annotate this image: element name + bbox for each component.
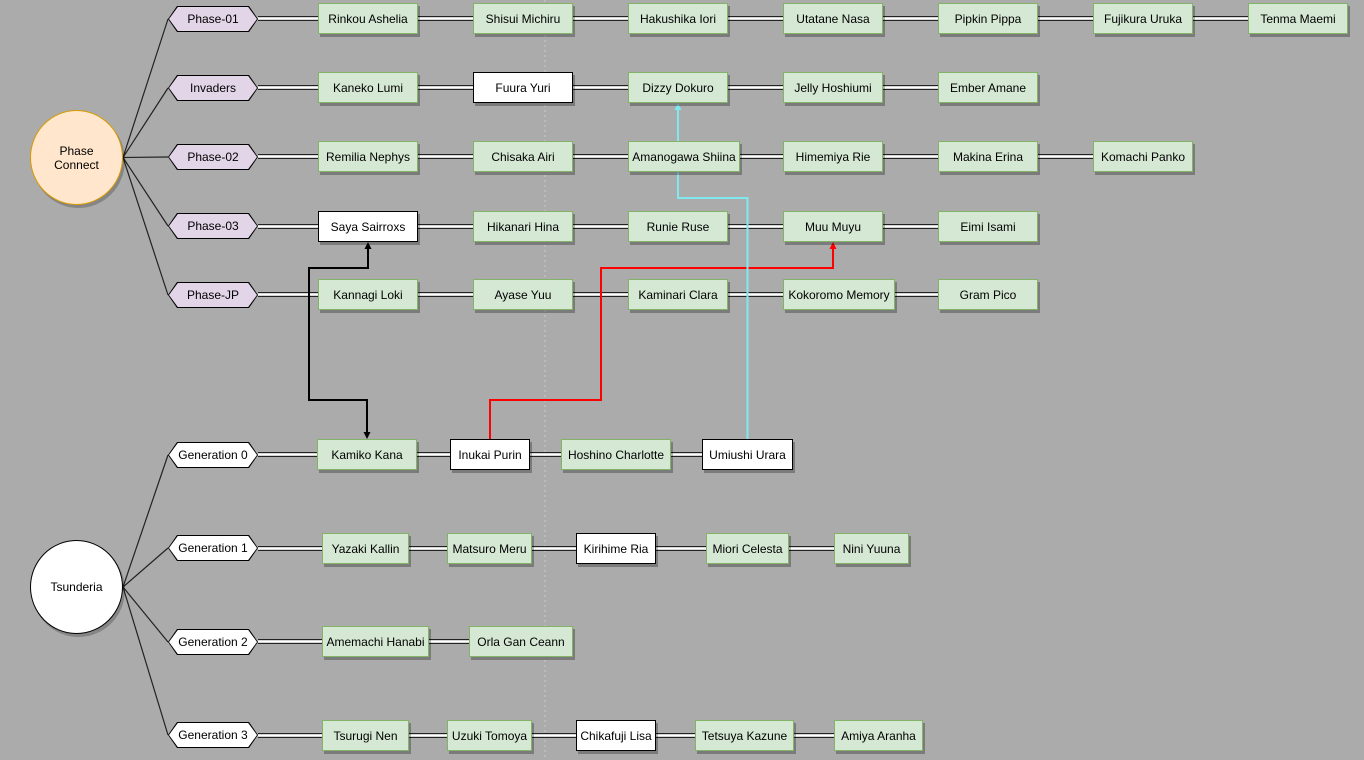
branch-node[interactable]: Generation 3: [168, 722, 258, 748]
org-branch-link: [122, 454, 169, 588]
org-branch-link: [122, 87, 169, 158]
branch-node[interactable]: Generation 1: [168, 535, 258, 561]
branch-node[interactable]: Invaders: [168, 75, 258, 101]
branch-label: Phase-JP: [169, 283, 257, 307]
member-node[interactable]: Uzuki Tomoya: [447, 720, 532, 751]
branch-node[interactable]: Phase-03: [168, 213, 258, 239]
branch-label: Invaders: [169, 76, 257, 100]
member-node[interactable]: Orla Gan Ceann: [469, 626, 573, 657]
member-node[interactable]: Matsuro Meru: [447, 533, 532, 564]
branch-label: Generation 1: [169, 536, 257, 560]
member-node[interactable]: Chikafuji Lisa: [576, 720, 656, 751]
branch-node[interactable]: Phase-01: [168, 6, 258, 32]
cross-link: [308, 249, 369, 433]
member-node[interactable]: Ember Amane: [938, 72, 1038, 103]
member-node[interactable]: Ayase Yuu: [473, 279, 573, 310]
member-node[interactable]: Tsurugi Nen: [322, 720, 409, 751]
member-node[interactable]: Hikanari Hina: [473, 211, 573, 242]
member-node[interactable]: Kannagi Loki: [318, 279, 418, 310]
branch-label: Phase-02: [169, 145, 257, 169]
member-node[interactable]: Makina Erina: [938, 141, 1038, 172]
member-node[interactable]: Shisui Michiru: [473, 3, 573, 34]
branch-label: Generation 2: [169, 630, 257, 654]
branch-node[interactable]: Phase-02: [168, 144, 258, 170]
branch-label: Phase-03: [169, 214, 257, 238]
member-node[interactable]: Miori Celesta: [706, 533, 789, 564]
branch-node[interactable]: Phase-JP: [168, 282, 258, 308]
member-node[interactable]: Runie Ruse: [628, 211, 728, 242]
org-branch-link: [122, 586, 169, 643]
org-branch-link: [122, 18, 169, 158]
org-branch-link: [122, 157, 169, 227]
member-node[interactable]: Yazaki Kallin: [322, 533, 409, 564]
arrow-head: [363, 432, 371, 439]
member-node[interactable]: Fujikura Uruka: [1093, 3, 1193, 34]
member-node[interactable]: Pipkin Pippa: [938, 3, 1038, 34]
member-node[interactable]: Tenma Maemi: [1248, 3, 1348, 34]
branch-node[interactable]: Generation 2: [168, 629, 258, 655]
member-node[interactable]: Rinkou Ashelia: [318, 3, 418, 34]
member-node[interactable]: Inukai Purin: [450, 439, 530, 470]
member-node[interactable]: Utatane Nasa: [783, 3, 883, 34]
member-node[interactable]: Gram Pico: [938, 279, 1038, 310]
org-branch-link: [122, 586, 169, 736]
member-node[interactable]: Saya Sairroxs: [318, 211, 418, 242]
member-node[interactable]: Himemiya Rie: [783, 141, 883, 172]
org-branch-link: [122, 157, 169, 296]
arrow-head: [829, 242, 837, 249]
member-node[interactable]: Chisaka Airi: [473, 141, 573, 172]
member-node[interactable]: Kokoromo Memory: [783, 279, 895, 310]
member-node[interactable]: Kirihime Ria: [576, 533, 656, 564]
member-node[interactable]: Jelly Hoshiumi: [783, 72, 883, 103]
member-node[interactable]: Nini Yuuna: [834, 533, 909, 564]
branch-label: Generation 3: [169, 723, 257, 747]
member-node[interactable]: Tetsuya Kazune: [695, 720, 794, 751]
member-node[interactable]: Dizzy Dokuro: [628, 72, 728, 103]
org-node-tsunderia[interactable]: Tsunderia: [30, 540, 123, 634]
cross-link: [489, 249, 834, 439]
org-node-phase-connect[interactable]: Phase Connect: [30, 110, 123, 205]
member-node[interactable]: Kaneko Lumi: [318, 72, 418, 103]
branch-node[interactable]: Generation 0: [168, 442, 258, 468]
member-node[interactable]: Muu Muyu: [783, 211, 883, 242]
member-node[interactable]: Remilia Nephys: [318, 141, 418, 172]
branch-label: Generation 0: [169, 443, 257, 467]
member-node[interactable]: Kamiko Kana: [317, 439, 417, 470]
arrow-head: [364, 242, 372, 249]
member-node[interactable]: Komachi Panko: [1093, 141, 1193, 172]
member-node[interactable]: Eimi Isami: [938, 211, 1038, 242]
member-node[interactable]: Hoshino Charlotte: [561, 439, 671, 470]
member-node[interactable]: Amemachi Hanabi: [322, 626, 429, 657]
member-node[interactable]: Amanogawa Shiina: [628, 141, 740, 172]
member-node[interactable]: Fuura Yuri: [473, 72, 573, 103]
member-node[interactable]: Amiya Aranha: [834, 720, 923, 751]
member-node[interactable]: Hakushika Iori: [628, 3, 728, 34]
member-node[interactable]: Kaminari Clara: [628, 279, 728, 310]
org-branch-link: [122, 156, 169, 159]
branch-label: Phase-01: [169, 7, 257, 31]
member-node[interactable]: Umiushi Urara: [702, 439, 793, 470]
org-branch-link: [122, 547, 169, 588]
arrow-head: [674, 103, 682, 110]
